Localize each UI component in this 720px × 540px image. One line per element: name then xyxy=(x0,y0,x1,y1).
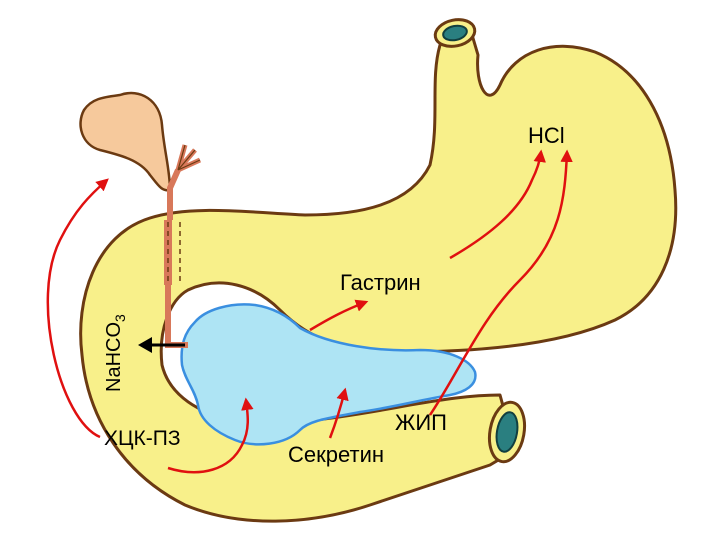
label-zhip: ЖИП xyxy=(395,410,447,435)
label-secretin: Секретин xyxy=(288,442,384,467)
label-nahco3-main: NaHCO xyxy=(103,322,125,392)
label-nahco3: NaHCO3 xyxy=(103,314,128,392)
duodenum-opening xyxy=(487,400,527,464)
hormone-arrows xyxy=(46,149,573,474)
pancreas xyxy=(180,303,477,446)
label-hck-pz: ХЦК-ПЗ xyxy=(104,427,181,450)
label-nahco3-subscript: 3 xyxy=(112,314,128,322)
arrow-zhip-to-hcl xyxy=(428,149,573,416)
arrow-hck-to-gallbladder xyxy=(46,178,109,439)
secretion-arrow xyxy=(138,337,185,353)
arrow-hck-to-pancreas xyxy=(167,397,254,474)
label-gastrin: Гастрин xyxy=(340,270,421,295)
arrow-stomach-to-hcl-1 xyxy=(449,149,546,260)
arrow-gastrin-to-stomach xyxy=(309,299,369,332)
esophagus-opening xyxy=(433,18,477,48)
arrow-secretin-to-pancreas xyxy=(328,387,349,439)
svg-text:NaHCO3: NaHCO3 xyxy=(103,314,128,392)
gallbladder xyxy=(79,91,172,192)
label-hcl: HCl xyxy=(528,123,565,148)
